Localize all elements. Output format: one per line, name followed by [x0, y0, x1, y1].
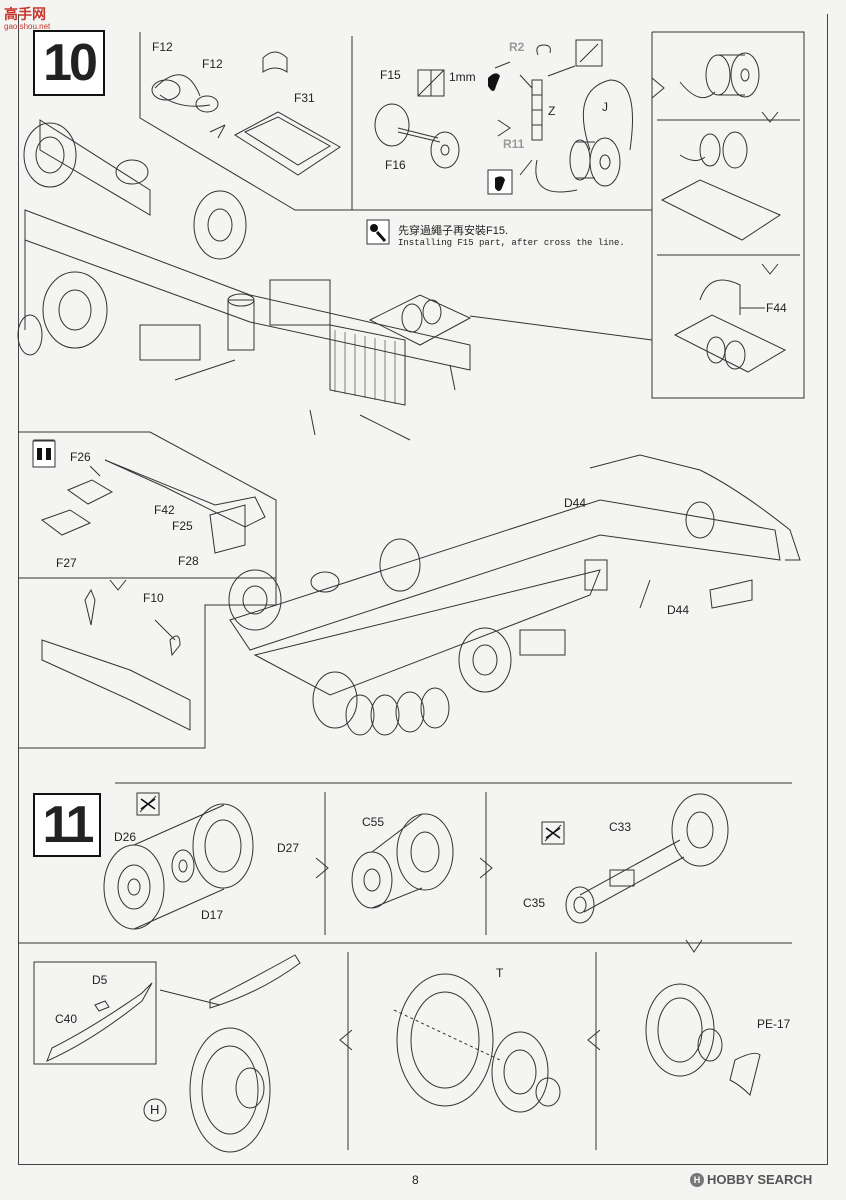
part-label-c40: C40: [55, 1012, 78, 1026]
step10-callout-frame: [139, 32, 653, 211]
chassis-upper: [17, 119, 472, 441]
part-label-f31: F31: [294, 91, 315, 105]
part-label-f12b: F12: [202, 57, 223, 71]
part-label-f26: F26: [70, 450, 91, 464]
part-label-h: H: [150, 1102, 160, 1117]
brand-text: HOBBY SEARCH: [707, 1172, 813, 1187]
note-chinese: 先穿過繩子再安裝F15.: [398, 225, 509, 237]
part-label-f25: F25: [172, 519, 193, 533]
page-number: 8: [412, 1173, 419, 1187]
part-label-f15: F15: [380, 68, 401, 82]
step-number-10: 10: [33, 30, 105, 96]
part-label-f16: F16: [385, 158, 406, 172]
step10-right-frame: [651, 31, 805, 399]
part-label-d26: D26: [114, 830, 137, 844]
mirror-icon: [32, 440, 56, 468]
part-label-f42: F42: [154, 503, 175, 517]
part-label-t: T: [496, 966, 504, 980]
chassis-lower: [228, 454, 801, 736]
part-label-f12a: F12: [152, 40, 173, 54]
part-label-d44b: D44: [667, 603, 690, 617]
part-label-d27: D27: [277, 841, 300, 855]
part-label-f44: F44: [766, 301, 787, 315]
part-label-f28: F28: [178, 554, 199, 568]
glue-icon-2: [487, 169, 513, 195]
part-label-f27: F27: [56, 556, 77, 570]
cut-icon-1: [136, 792, 160, 816]
winch-leader: [469, 315, 653, 341]
brand-watermark: H HOBBY SEARCH: [690, 1172, 812, 1187]
site-url: gao.shou.net: [4, 22, 51, 31]
part-label-mm: 1mm: [449, 70, 476, 84]
part-label-f10: F10: [143, 591, 164, 605]
glue-icon-1: [488, 61, 511, 91]
part-label-c55: C55: [362, 815, 385, 829]
brand-mark-icon: H: [690, 1172, 704, 1187]
page-frame: [18, 14, 828, 1165]
cut-icon-2: [541, 821, 565, 845]
part-label-c33: C33: [609, 820, 632, 834]
note-english: Installing F15 part, after cross the lin…: [398, 238, 625, 248]
caution-icon: [366, 219, 390, 245]
part-label-d17: D17: [201, 908, 224, 922]
part-label-r2: R2: [509, 40, 525, 54]
part-label-c35: C35: [523, 896, 546, 910]
part-label-j: J: [602, 100, 608, 114]
part-label-r11: R11: [503, 137, 525, 151]
site-logo: 高手网: [4, 6, 46, 22]
part-label-pe17: PE-17: [757, 1017, 791, 1031]
part-label-d44a: D44: [564, 496, 587, 510]
part-label-d5: D5: [92, 973, 108, 987]
step-number-11: 11: [33, 793, 101, 857]
part-label-z: Z: [548, 104, 556, 118]
